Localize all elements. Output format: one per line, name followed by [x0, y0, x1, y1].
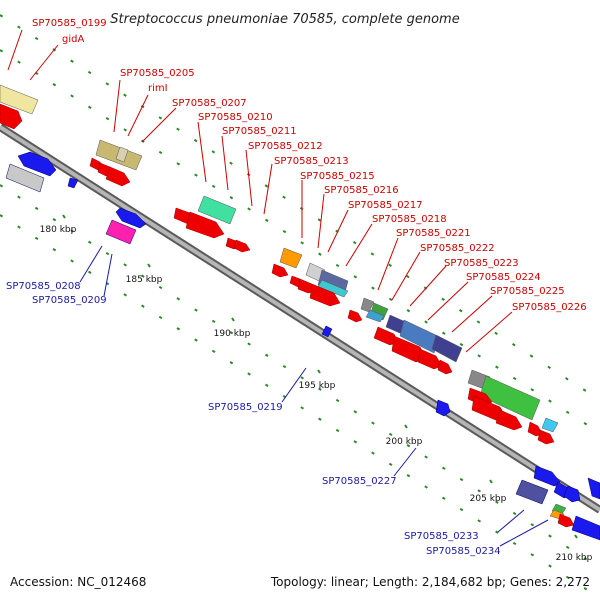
accession-text: Accession: NC_012468	[10, 575, 146, 589]
reverse-label-connectors	[79, 245, 549, 547]
guide-tracks	[0, 14, 600, 599]
forward-gene-arrows	[0, 103, 575, 528]
gene-label: SP70585_0219	[208, 402, 283, 413]
gene-label: SP70585_0213	[274, 156, 349, 167]
gene-label: SP70585_0224	[466, 272, 541, 283]
reverse-gene-arrows	[5, 151, 600, 541]
gene-label: SP70585_0205	[120, 68, 195, 79]
gene-label: SP70585_0233	[404, 531, 479, 542]
gene-label: rimI	[148, 83, 168, 94]
gene-label: SP70585_0217	[348, 200, 423, 211]
gene-label: gidA	[62, 34, 84, 45]
map-title: Streptococcus pneumoniae 70585, complete…	[110, 12, 459, 27]
gene-features-upper	[0, 84, 567, 520]
gene-label: SP70585_0226	[512, 302, 587, 313]
gene-label: SP70585_0207	[172, 98, 247, 109]
gene-label: SP70585_0223	[444, 258, 519, 269]
tick-label: 210 kbp	[556, 553, 593, 563]
gene-label: SP70585_0225	[490, 286, 565, 297]
gene-label: SP70585_0199	[32, 18, 107, 29]
gene-label: SP70585_0216	[324, 185, 399, 196]
gene-label: SP70585_0222	[420, 243, 495, 254]
gene-label: SP70585_0209	[32, 295, 107, 306]
scale-ticks: 180 kbp 185 kbp 190 kbp 195 kbp 200 kbp …	[40, 214, 593, 563]
gene-label: SP70585_0212	[248, 141, 323, 152]
reverse-gene-labels: SP70585_0208 SP70585_0209 SP70585_0219 S…	[6, 281, 501, 557]
gene-label: SP70585_0234	[426, 546, 501, 557]
gene-label: SP70585_0210	[198, 112, 273, 123]
gene-label: SP70585_0208	[6, 281, 81, 292]
gene-label: SP70585_0215	[300, 171, 375, 182]
forward-gene-labels: SP70585_0199 gidA SP70585_0205 rimI SP70…	[32, 18, 587, 313]
tick-label: 190 kbp	[214, 329, 251, 339]
tick-label: 205 kbp	[470, 494, 507, 504]
tick-label: 200 kbp	[386, 437, 423, 447]
genome-summary-text: Topology: linear; Length: 2,184,682 bp; …	[270, 575, 590, 589]
gene-label: SP70585_0221	[396, 228, 471, 239]
genome-backbone	[0, 123, 600, 514]
gene-label: SP70585_0218	[372, 214, 447, 225]
tick-label: 195 kbp	[299, 381, 336, 391]
tick-label: 180 kbp	[40, 225, 77, 235]
gene-label: SP70585_0227	[322, 476, 397, 487]
gene-label: SP70585_0211	[222, 126, 297, 137]
forward-label-connectors	[7, 29, 513, 353]
tick-label: 185 kbp	[126, 275, 163, 285]
